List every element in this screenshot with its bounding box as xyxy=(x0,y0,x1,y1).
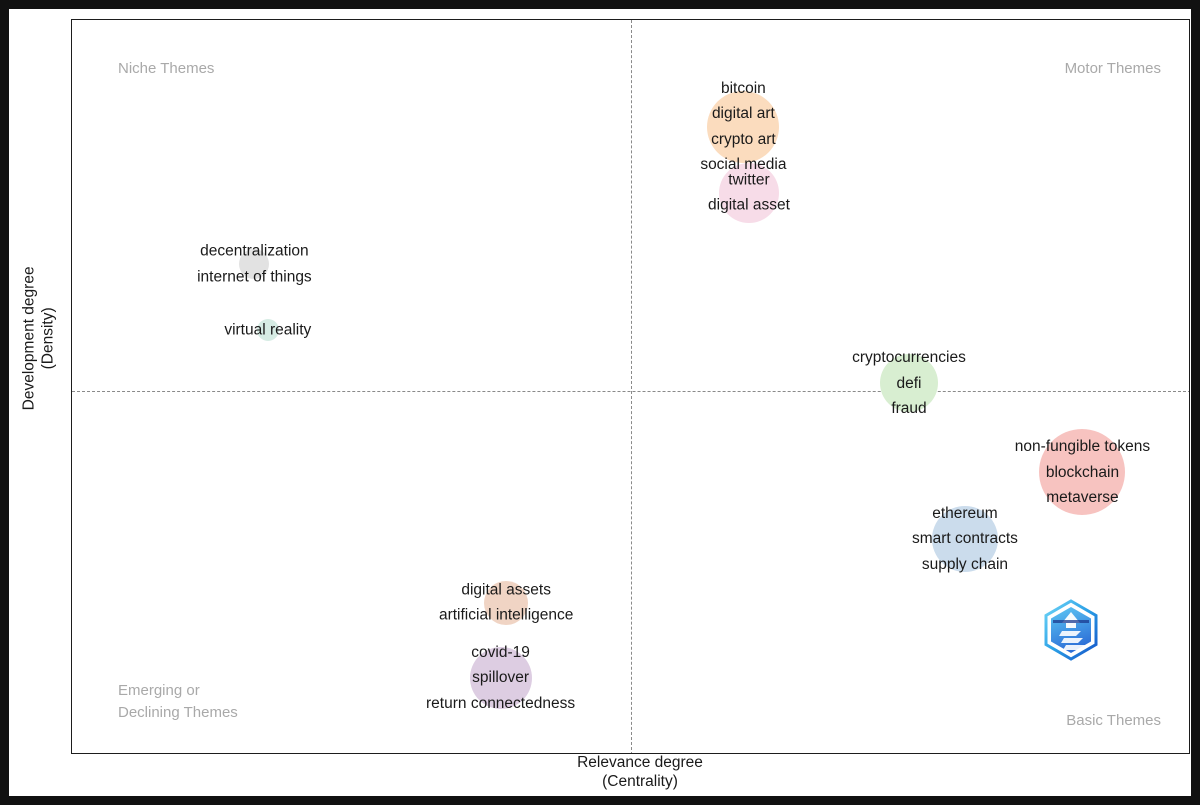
cluster-bubble-defi-cluster xyxy=(880,354,938,413)
quadrant-label-motor-themes: Motor Themes xyxy=(1064,60,1161,77)
density-divider-line xyxy=(72,391,1189,392)
cluster-bubble-virtual-reality-cluster xyxy=(256,319,279,342)
cluster-bubble-twitter-cluster xyxy=(718,162,779,223)
cluster-bubble-spillover-cluster xyxy=(469,646,532,709)
quadrant-label-niche-themes: Niche Themes xyxy=(118,60,215,77)
y-axis-title: Development degree (Density) xyxy=(20,266,57,411)
cluster-bubble-iot-cluster xyxy=(239,249,270,280)
centrality-divider-line xyxy=(631,20,632,753)
quadrant-label-emerging-declining-themes: Emerging or Declining Themes xyxy=(118,682,238,721)
plot-panel: Niche Themes Motor Themes Emerging or De… xyxy=(71,19,1190,754)
hexagon-logo-watermark xyxy=(1044,599,1098,661)
cluster-bubble-ethereum-cluster xyxy=(931,505,998,572)
cluster-bubble-nft-cluster xyxy=(1039,429,1126,516)
quadrant-label-basic-themes: Basic Themes xyxy=(1066,712,1161,729)
cluster-bubble-bitcoin-cluster xyxy=(707,90,780,163)
cluster-bubble-digital-assets-cluster xyxy=(484,580,529,625)
x-axis-title: Relevance degree (Centrality) xyxy=(577,754,703,791)
